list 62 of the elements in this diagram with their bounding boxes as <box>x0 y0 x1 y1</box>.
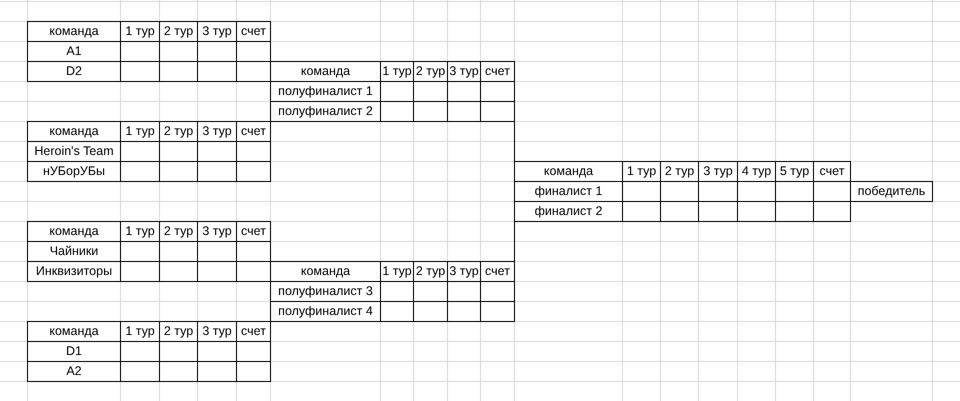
score-table <box>270 261 515 322</box>
column-header: 3 тур <box>202 324 232 339</box>
column-header: 2 тур <box>664 164 694 179</box>
column-header: 1 тур <box>382 264 412 279</box>
score-table <box>514 161 851 222</box>
column-header: 3 тур <box>449 64 479 79</box>
team-name: полуфиналист 3 <box>278 284 373 299</box>
score-table <box>27 121 271 182</box>
column-header: 2 тур <box>416 64 446 79</box>
column-header: счет <box>820 164 844 179</box>
score-table <box>27 321 271 382</box>
column-header: 3 тур <box>703 164 733 179</box>
column-header: 3 тур <box>202 124 232 139</box>
column-header: 2 тур <box>416 264 446 279</box>
column-header: 1 тур <box>125 124 155 139</box>
column-header: команда <box>49 24 99 39</box>
score-table <box>27 221 271 282</box>
team-name: Чайники <box>50 244 98 259</box>
team-name: нУБорУБы <box>42 164 106 179</box>
column-header: 1 тур <box>382 64 412 79</box>
column-header: 2 тур <box>164 324 194 339</box>
column-header: счет <box>485 64 510 79</box>
column-header: 4 тур <box>742 164 772 179</box>
team-name: полуфиналист 1 <box>278 84 373 99</box>
winner-box <box>850 181 933 202</box>
bracket-line <box>514 121 515 162</box>
team-name: финалист 2 <box>534 204 602 219</box>
column-header: 1 тур <box>125 324 155 339</box>
column-header: счет <box>485 264 510 279</box>
team-name: A2 <box>66 364 82 379</box>
column-header: 3 тур <box>202 24 232 39</box>
score-table <box>270 61 515 122</box>
column-header: 2 тур <box>164 224 194 239</box>
team-name: D2 <box>66 64 82 79</box>
column-header: команда <box>49 224 99 239</box>
team-name: Heroin's Team <box>34 144 114 159</box>
column-header: команда <box>49 124 99 139</box>
column-header: 3 тур <box>202 224 232 239</box>
team-name: D1 <box>66 344 82 359</box>
team-name: полуфиналист 4 <box>278 304 373 319</box>
column-header: счет <box>241 324 266 339</box>
column-header: счет <box>241 124 266 139</box>
column-header: счет <box>241 24 266 39</box>
winner-label: победитель <box>858 184 926 199</box>
team-name: полуфиналист 2 <box>278 104 373 119</box>
column-header: 1 тур <box>626 164 656 179</box>
team-name: A1 <box>66 44 82 59</box>
column-header: команда <box>49 324 99 339</box>
column-header: 1 тур <box>125 224 155 239</box>
column-header: счет <box>241 224 266 239</box>
column-header: команда <box>300 264 350 279</box>
bracket-line <box>514 221 515 262</box>
score-table <box>27 21 271 82</box>
team-name: Инквизиторы <box>36 264 112 279</box>
column-header: команда <box>544 164 594 179</box>
column-header: команда <box>300 64 350 79</box>
team-name: финалист 1 <box>534 184 602 199</box>
column-header: 5 тур <box>780 164 810 179</box>
column-header: 3 тур <box>449 264 479 279</box>
column-header: 2 тур <box>164 124 194 139</box>
column-header: 1 тур <box>125 24 155 39</box>
column-header: 2 тур <box>164 24 194 39</box>
